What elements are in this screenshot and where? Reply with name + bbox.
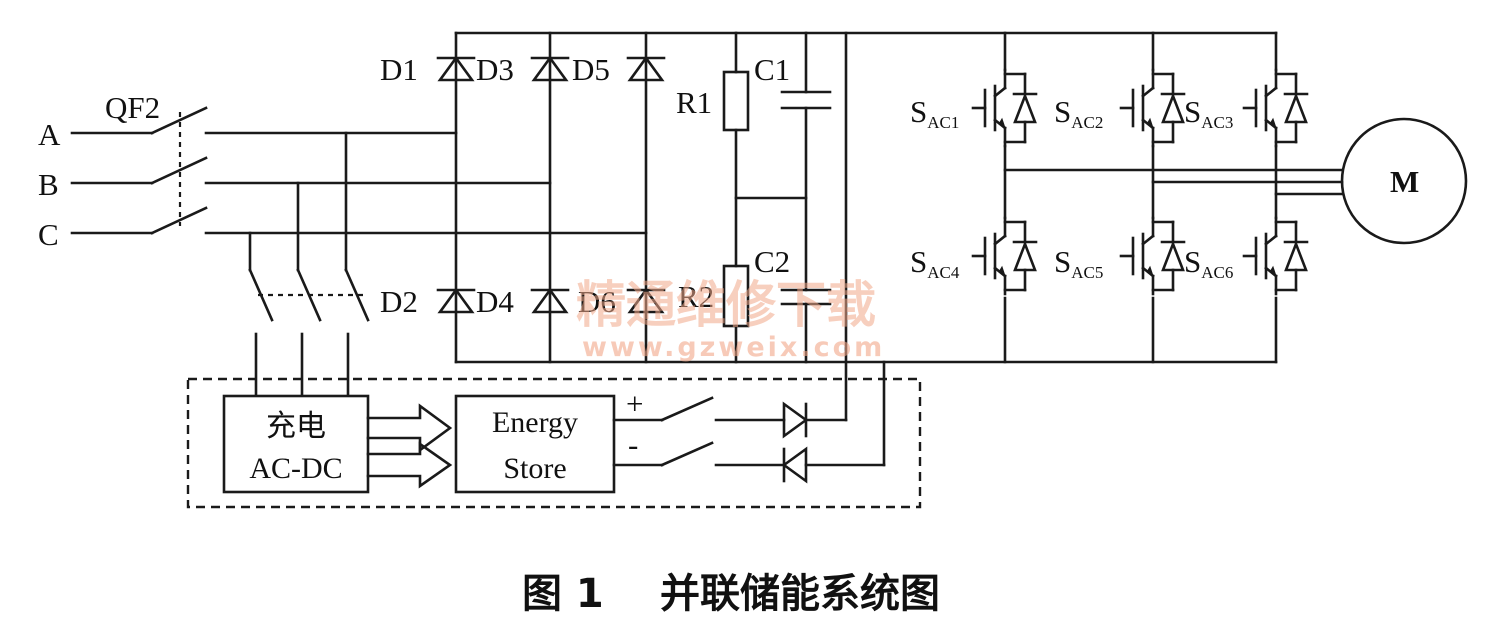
plus-sign: + xyxy=(626,386,643,421)
sac1-label: S xyxy=(910,94,927,129)
capacitor-c1-label: C1 xyxy=(754,52,790,87)
svg-text:SAC5: SAC5 xyxy=(1054,244,1103,282)
diode-d4 xyxy=(530,287,570,314)
diode-d3 xyxy=(530,55,570,82)
svg-text:SAC4: SAC4 xyxy=(910,244,960,282)
svg-text:SAC6: SAC6 xyxy=(1184,244,1233,282)
energy-store-box xyxy=(454,394,616,494)
charger-line1: 充电 xyxy=(266,410,326,443)
figure-caption: 图 1 并联储能系统图 xyxy=(522,571,940,617)
motor-label: M xyxy=(1390,164,1419,199)
phase-c-label: C xyxy=(38,217,59,252)
caption-title: 并联储能系统图 xyxy=(660,571,940,617)
sac5-subscript: AC5 xyxy=(1071,263,1103,282)
diode-d4-label: D4 xyxy=(476,284,514,319)
diode-d2 xyxy=(436,287,476,314)
igbt-sac2 xyxy=(1119,68,1186,148)
caption-number: 图 1 xyxy=(522,571,604,617)
subsystem-boundary xyxy=(186,377,922,509)
sac2-subscript: AC2 xyxy=(1071,113,1103,132)
sac4-subscript: AC4 xyxy=(927,263,960,282)
minus-switch xyxy=(660,441,714,467)
resistor-r2-label: R2 xyxy=(678,279,714,314)
minus-sign: - xyxy=(628,427,638,462)
diode-d1-label: D1 xyxy=(380,52,418,87)
energy-store-line2: Store xyxy=(503,452,566,485)
sac6-subscript: AC6 xyxy=(1201,263,1233,282)
sac3-subscript: AC3 xyxy=(1201,113,1233,132)
diode-d1 xyxy=(436,55,476,82)
igbt-sac5 xyxy=(1119,216,1186,296)
plus-switch xyxy=(660,396,714,422)
diode-plus xyxy=(782,401,809,439)
phase-inputs: A B C xyxy=(38,117,154,252)
igbt-switches xyxy=(971,68,1309,296)
diode-d3-label: D3 xyxy=(476,52,514,87)
resistor-r1 xyxy=(722,70,750,132)
charger-taps xyxy=(248,131,370,397)
charger-box xyxy=(222,394,370,494)
sac6-label: S xyxy=(1184,244,1201,279)
capacitor-c2-label: C2 xyxy=(754,244,790,279)
watermark-text: 精通维修下载 xyxy=(576,276,876,334)
phase-b-label: B xyxy=(38,167,59,202)
breaker-label: QF2 xyxy=(105,90,160,125)
diode-d6 xyxy=(626,287,666,314)
diode-minus xyxy=(781,446,808,484)
inverter-bridge xyxy=(1003,31,1344,364)
igbt-sac3 xyxy=(1242,68,1309,148)
arrow-lower xyxy=(366,441,453,489)
energy-subsystem: 充电 AC-DC Energy Store + - xyxy=(186,377,922,509)
sac2-label: S xyxy=(1054,94,1071,129)
arrow-upper xyxy=(366,403,453,453)
dc-link: R1 R2 C1 C2 xyxy=(676,31,886,467)
charger-line2: AC-DC xyxy=(249,452,342,485)
watermark-url: www.gzweix.com xyxy=(582,332,885,363)
igbt-sac6 xyxy=(1242,216,1309,296)
sac5-label: S xyxy=(1054,244,1071,279)
diode-d2-label: D2 xyxy=(380,284,418,319)
resistor-r1-label: R1 xyxy=(676,85,712,120)
sac4-label: S xyxy=(910,244,927,279)
svg-text:SAC2: SAC2 xyxy=(1054,94,1103,132)
diode-d5-label: D5 xyxy=(572,52,610,87)
switch-labels: SAC1 SAC2 SAC3 SAC4 SAC5 SAC6 xyxy=(910,94,1233,282)
breaker-qf2: QF2 xyxy=(105,90,648,235)
sac1-subscript: AC1 xyxy=(927,113,959,132)
svg-text:SAC3: SAC3 xyxy=(1184,94,1233,132)
sac3-label: S xyxy=(1184,94,1201,129)
motor: M xyxy=(1340,117,1468,245)
diode-d6-label: D6 xyxy=(578,284,616,319)
phase-a-label: A xyxy=(38,117,61,152)
rectifier-bridge: D1 D3 D5 D2 D4 D6 xyxy=(380,31,1278,364)
diode-d5 xyxy=(626,55,666,82)
energy-store-line1: Energy xyxy=(492,406,578,439)
watermark: 精通维修下载 www.gzweix.com xyxy=(576,276,885,363)
igbt-sac1 xyxy=(971,68,1038,148)
igbt-sac4 xyxy=(971,216,1038,296)
svg-text:SAC1: SAC1 xyxy=(910,94,959,132)
